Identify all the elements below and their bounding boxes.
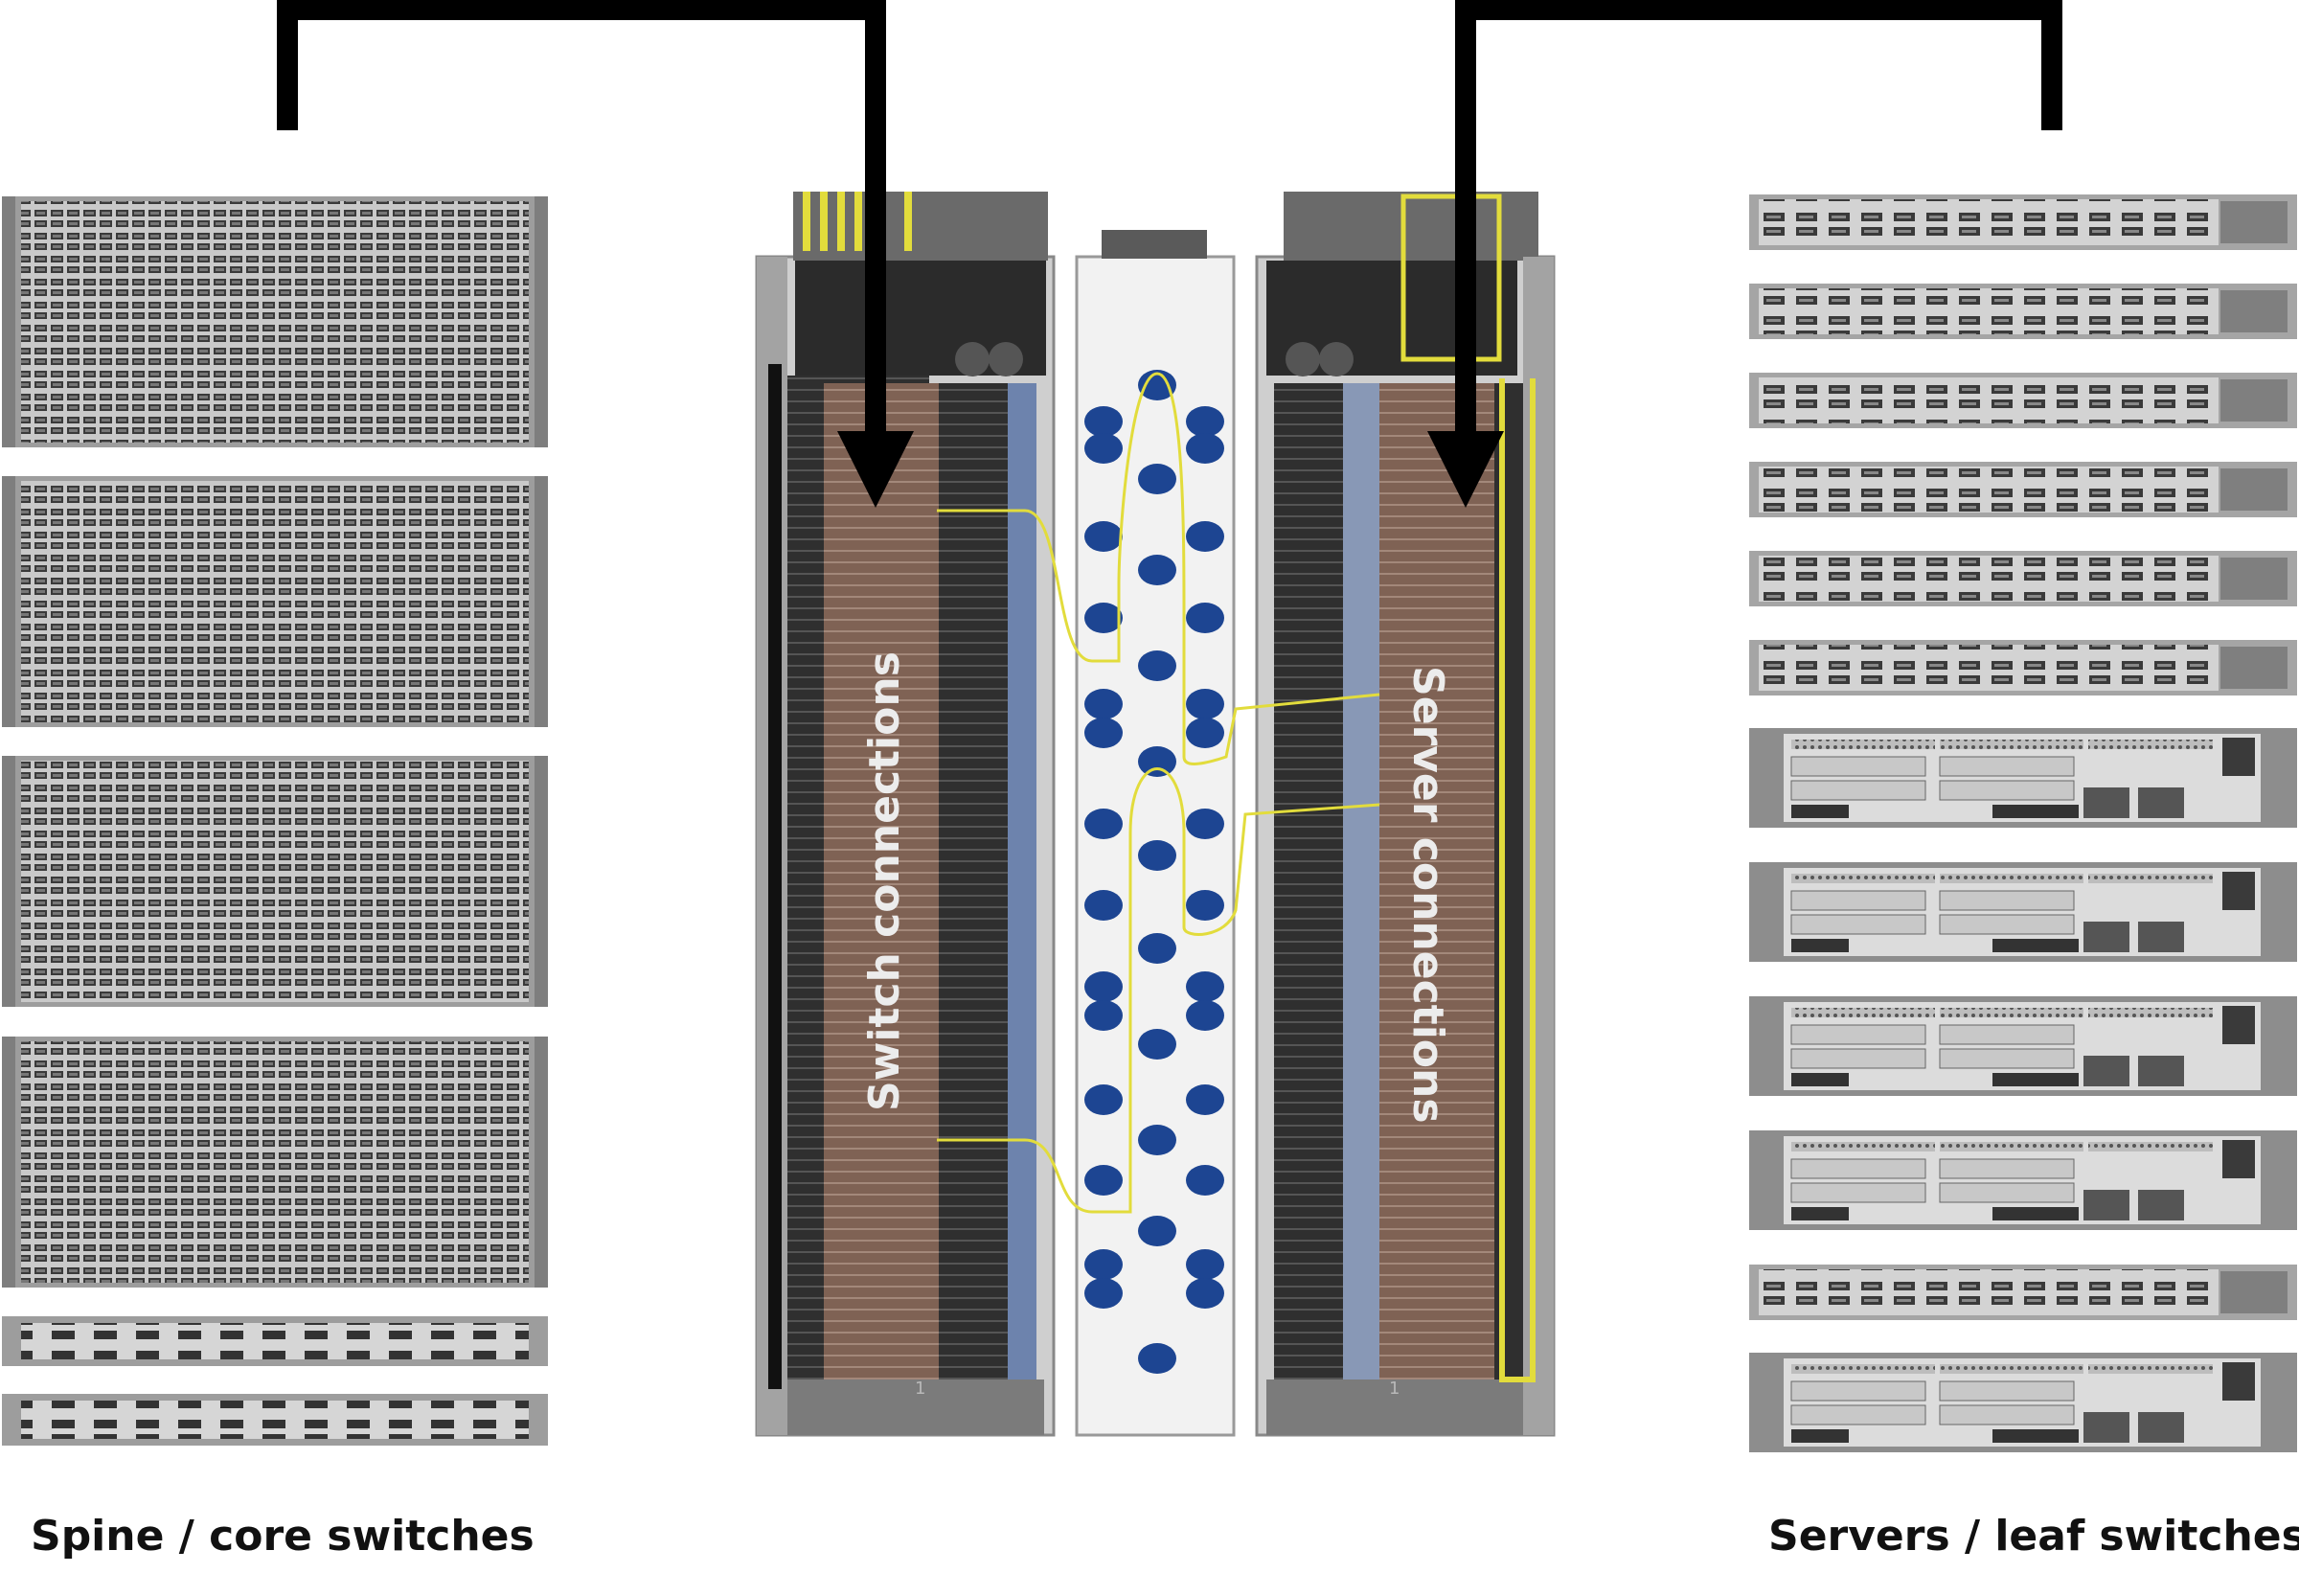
server-leaf-stack [1749,194,2297,1452]
leaf-switch-1 [1749,194,2297,250]
leaf-switch-4 [1749,462,2297,517]
server-4 [1749,1130,2297,1230]
fiber-jumpers [937,372,1380,1214]
cross-connect-frame: 1 1 [755,192,1556,1437]
rack-unit-label-left: 1 [915,1379,925,1399]
server-5 [1749,1353,2297,1452]
left-frame: 1 [755,192,1056,1437]
server-1 [1749,728,2297,828]
spine-switch-5 [2,1316,548,1366]
arrow-leaf-to-server-connections [1427,0,2062,508]
spine-switch-4 [2,1037,548,1288]
leaf-switch-2 [1749,284,2297,339]
leaf-switch-7 [1749,1265,2297,1320]
server-connections-label: Server connections [1403,666,1452,1124]
spine-switch-stack [2,196,548,1446]
right-frame: 1 [1255,192,1556,1437]
switch-connections-label: Switch connections [860,651,909,1111]
spine-switch-6 [2,1394,548,1446]
rack-unit-label-right: 1 [1389,1379,1400,1399]
spine-core-switches-caption: Spine / core switches [31,1512,535,1561]
blue-couplers [1084,370,1224,1374]
server-2 [1749,862,2297,962]
spine-switch-2 [2,476,548,727]
servers-leaf-switches-caption: Servers / leaf switches [1768,1512,2299,1561]
leaf-switch-3 [1749,373,2297,428]
spine-switch-3 [2,756,548,1007]
spine-switch-1 [2,196,548,447]
arrow-spine-to-switch-connections [277,0,914,508]
leaf-switch-5 [1749,551,2297,606]
leaf-switch-6 [1749,640,2297,695]
server-3 [1749,996,2297,1096]
